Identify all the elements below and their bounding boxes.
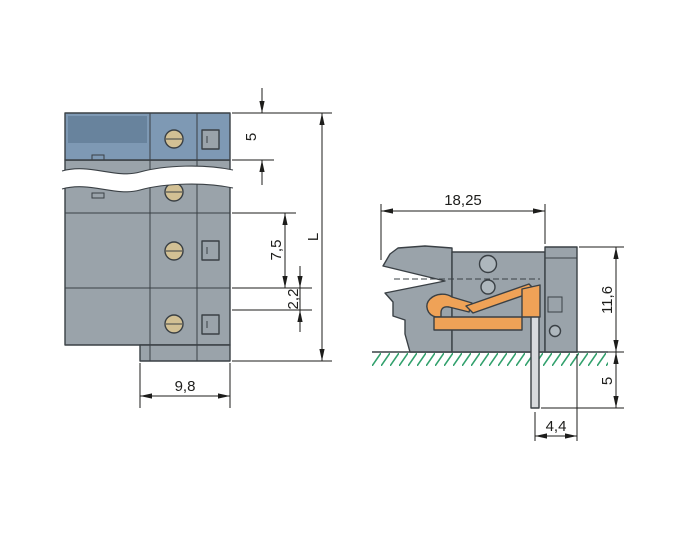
dimension-label: 4,4 [546,418,567,435]
dimension-width: 18,25 [380,192,546,260]
break-symbol [61,165,234,193]
contact-window-row3 [201,314,220,335]
screw-circle-row2 [164,241,184,261]
dimension-depth: 9,8 [140,378,230,399]
front-view: 5 7,5 2,2 L 9,8 [61,88,332,408]
dimension-label: L [305,233,322,241]
flange-latch-window [547,296,563,313]
dimension-label: 5 [599,377,616,385]
break-mask [62,166,233,192]
body-flange [139,344,231,362]
clamp-spring [426,293,473,318]
pole-section-recess [68,116,147,143]
screw-partial [164,182,184,202]
contact-assembly [426,283,541,331]
contact-window-row2 [201,240,220,261]
contact-terminal [521,284,541,318]
housing-flange [544,246,578,353]
side-view: 18,25 11,6 5 4,4 [372,192,624,441]
screw-circle-row1 [164,129,184,149]
screw-circle-row3 [164,314,184,334]
dimension-pole-pitch: 5 [243,88,265,185]
front-dimensions: 5 7,5 2,2 L 9,8 [139,88,332,408]
clamp-hole-upper [478,254,498,274]
dimension-label: 5 [243,133,260,141]
flange-hole [548,324,562,338]
side-dimensions: 18,25 11,6 5 4,4 [380,192,624,441]
dimension-contact-pitch: 7,5 [268,213,288,288]
dimension-offset: 2,2 [285,266,303,332]
dimension-total-length: L [305,113,325,361]
break-wave-top [61,165,234,175]
dimension-label: 11,6 [599,286,616,314]
break-wave-bottom [61,183,234,193]
dimension-height: 11,6 [579,246,624,353]
dimension-label: 7,5 [268,240,285,261]
pcb-board [372,351,608,366]
dimension-label: 18,25 [444,192,482,209]
clamp-hole-lower [480,279,496,295]
busbar [433,316,523,331]
dimension-label: 9,8 [175,378,196,395]
dimension-pin-offset: 4,4 [534,354,578,441]
housing-side [382,245,578,353]
contact-window-row1 [201,129,220,150]
keying-notch [91,154,105,161]
dimension-pin-length: 5 [541,352,624,409]
dimension-label: 2,2 [285,289,302,310]
pcb-hatch [372,353,608,366]
keying-notch [91,192,105,199]
